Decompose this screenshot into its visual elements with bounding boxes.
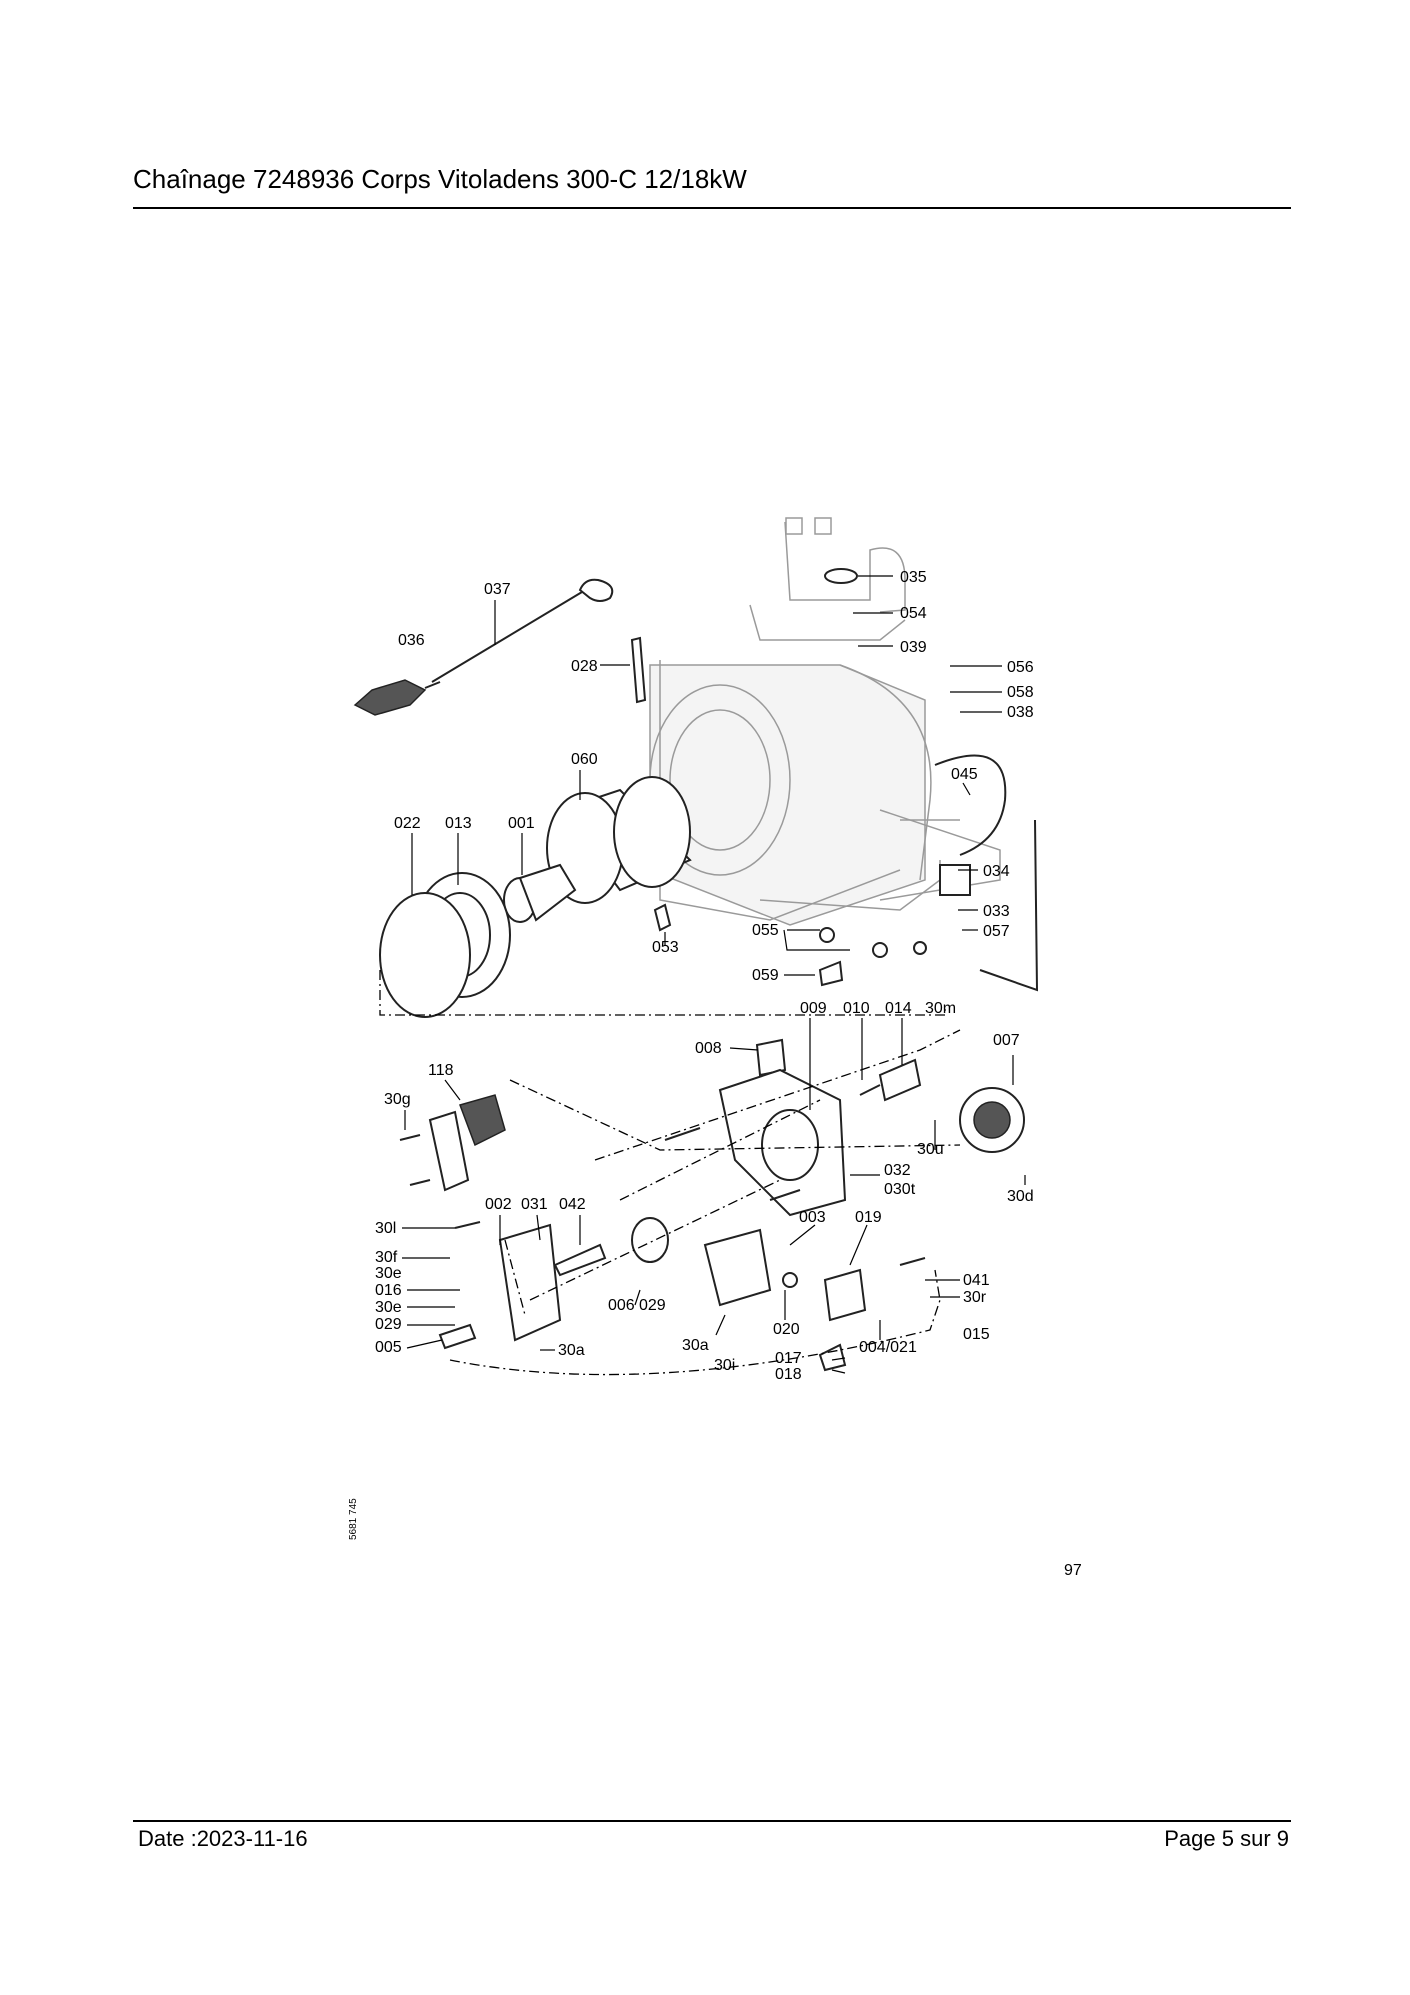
- label-30r: 30r: [963, 1289, 987, 1306]
- assembly-lines: [379, 970, 961, 1376]
- label-30f: 30f: [375, 1249, 398, 1266]
- label-056: 056: [1007, 659, 1034, 676]
- label-059: 059: [752, 967, 779, 984]
- label-017: 017: [775, 1350, 802, 1367]
- label-015: 015: [963, 1326, 990, 1343]
- label-002: 002: [485, 1196, 512, 1213]
- diagram-page-number: 97: [1064, 1562, 1082, 1579]
- label-009: 009: [800, 1000, 827, 1017]
- label-022: 022: [394, 815, 421, 832]
- footer-page-indicator: Page 5 sur 9: [1164, 1826, 1289, 1851]
- label-30g: 30g: [384, 1091, 411, 1108]
- label-016: 016: [375, 1282, 402, 1299]
- label-060: 060: [571, 751, 598, 768]
- label-010: 010: [843, 1000, 870, 1017]
- side-code: 5681 745: [348, 1498, 359, 1540]
- label-042: 042: [559, 1196, 586, 1213]
- footer-rule: [133, 1820, 1291, 1822]
- label-035: 035: [900, 569, 927, 586]
- label-30d: 30d: [1007, 1188, 1034, 1205]
- parts-drawing: [353, 568, 1039, 1372]
- label-019: 019: [855, 1209, 882, 1226]
- label-020: 020: [773, 1321, 800, 1338]
- label-30i: 30i: [714, 1357, 735, 1374]
- label-057: 057: [983, 923, 1010, 940]
- label-036: 036: [398, 632, 425, 649]
- label-028: 028: [571, 658, 598, 675]
- part-labels: 035 054 039 056 058 038 037 036 028 060 …: [348, 569, 1082, 1579]
- label-053: 053: [652, 939, 679, 956]
- label-30m: 30m: [925, 1000, 956, 1017]
- label-054: 054: [900, 605, 927, 622]
- label-30e-1: 30e: [375, 1265, 402, 1282]
- label-037: 037: [484, 581, 511, 598]
- label-014: 014: [885, 1000, 912, 1017]
- label-055: 055: [752, 922, 779, 939]
- label-30u: 30u: [917, 1141, 944, 1158]
- label-006: 006: [608, 1297, 635, 1314]
- label-018: 018: [775, 1366, 802, 1383]
- label-30e-2: 30e: [375, 1299, 402, 1316]
- label-034: 034: [983, 863, 1010, 880]
- label-032: 032: [884, 1162, 911, 1179]
- label-031: 031: [521, 1196, 548, 1213]
- label-003: 003: [799, 1209, 826, 1226]
- label-005: 005: [375, 1339, 402, 1356]
- header-rule: [133, 207, 1291, 209]
- leader-lines: [402, 575, 1026, 1374]
- label-029-b: 029: [639, 1297, 666, 1314]
- label-030t: 030t: [884, 1181, 916, 1198]
- label-001: 001: [508, 815, 535, 832]
- page-title: Chaînage 7248936 Corps Vitoladens 300-C …: [133, 164, 747, 194]
- label-058: 058: [1007, 684, 1034, 701]
- label-118: 118: [428, 1062, 454, 1079]
- label-30a-1: 30a: [558, 1342, 585, 1359]
- label-004-021: 004/021: [859, 1339, 917, 1356]
- label-038: 038: [1007, 704, 1034, 721]
- label-039: 039: [900, 639, 927, 656]
- label-008: 008: [695, 1040, 722, 1057]
- label-033: 033: [983, 903, 1010, 920]
- label-045: 045: [951, 766, 978, 783]
- boiler-body-outline: [649, 517, 1001, 926]
- label-007: 007: [993, 1032, 1020, 1049]
- label-013: 013: [445, 815, 472, 832]
- footer-date: Date :2023-11-16: [138, 1826, 308, 1851]
- label-30a-2: 30a: [682, 1337, 709, 1354]
- label-029-a: 029: [375, 1316, 402, 1333]
- label-30l: 30l: [375, 1220, 396, 1237]
- label-041: 041: [963, 1272, 990, 1289]
